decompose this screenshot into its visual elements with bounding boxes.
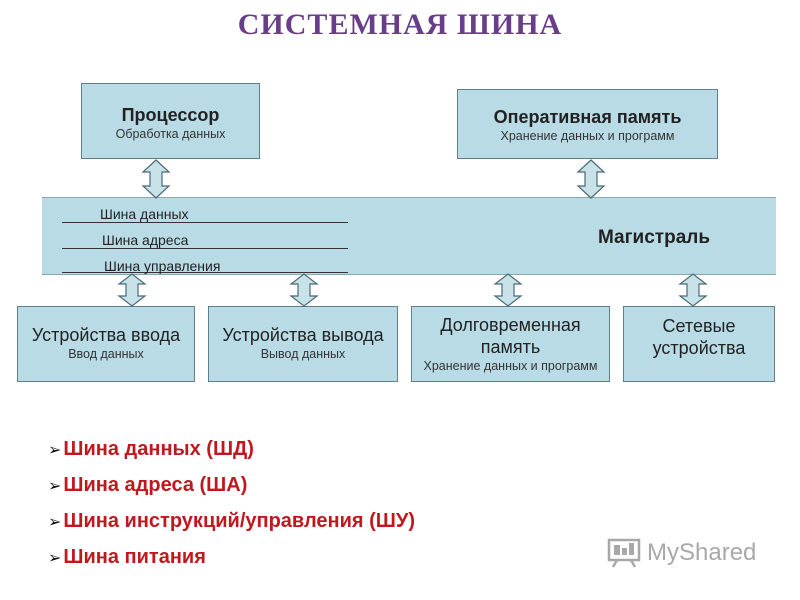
- double-arrow-icon: [289, 273, 319, 307]
- input-devices-box: Устройства ввода Ввод данных: [17, 306, 195, 382]
- double-arrow-icon: [117, 273, 147, 307]
- input-devices-name: Устройства ввода: [31, 325, 181, 345]
- network-devices-name: Сетевые устройства: [652, 316, 746, 358]
- input-devices-desc: Ввод данных: [68, 347, 144, 361]
- watermark: MyShared: [607, 538, 756, 568]
- ram-box: Оперативная память Хранение данных и про…: [457, 89, 718, 159]
- page-title: Системная шина: [237, 8, 563, 41]
- watermark-text: MyShared: [647, 539, 757, 566]
- bus-line-control: [62, 272, 348, 273]
- processor-desc: Обработка данных: [115, 127, 226, 141]
- long-term-memory-desc: Хранение данных и программ: [423, 359, 598, 373]
- output-devices-name: Устройства вывода: [222, 325, 384, 345]
- presentation-board-icon: [607, 538, 641, 568]
- double-arrow-icon: [493, 273, 523, 307]
- network-devices-box: Сетевые устройства: [623, 306, 775, 382]
- list-item: ➢Шина питания: [48, 546, 206, 568]
- bus-line-address: [62, 248, 348, 249]
- list-item: ➢Шина адреса (ША): [48, 474, 248, 496]
- long-term-memory-box: Долговременная память Хранение данных и …: [411, 306, 610, 382]
- processor-name: Процессор: [121, 105, 220, 125]
- system-bus-band: Шина данных Шина адреса Шина управления: [42, 197, 776, 275]
- list-item: ➢Шина данных (ШД): [48, 438, 254, 460]
- bus-label-control: Шина управления: [104, 258, 221, 274]
- bus-line-data: [62, 222, 348, 223]
- processor-box: Процессор Обработка данных: [81, 83, 260, 159]
- bus-label-data: Шина данных: [100, 206, 189, 222]
- double-arrow-icon: [141, 159, 171, 199]
- double-arrow-icon: [678, 273, 708, 307]
- double-arrow-icon: [576, 159, 606, 199]
- arrow-bullet-icon: ➢: [48, 478, 62, 495]
- bus-types-list: ➢Шина данных (ШД) ➢Шина адреса (ША) ➢Шин…: [48, 432, 415, 576]
- output-devices-desc: Вывод данных: [260, 347, 346, 361]
- arrow-bullet-icon: ➢: [48, 514, 62, 531]
- arrow-bullet-icon: ➢: [48, 550, 62, 567]
- magistral-label: Магистраль: [598, 227, 711, 248]
- bus-label-address: Шина адреса: [102, 232, 189, 248]
- long-term-memory-name: Долговременная память: [440, 315, 581, 357]
- list-item: ➢Шина инструкций/управления (ШУ): [48, 510, 415, 532]
- ram-name: Оперативная память: [493, 107, 682, 127]
- arrow-bullet-icon: ➢: [48, 442, 62, 459]
- ram-desc: Хранение данных и программ: [500, 129, 675, 143]
- output-devices-box: Устройства вывода Вывод данных: [208, 306, 398, 382]
